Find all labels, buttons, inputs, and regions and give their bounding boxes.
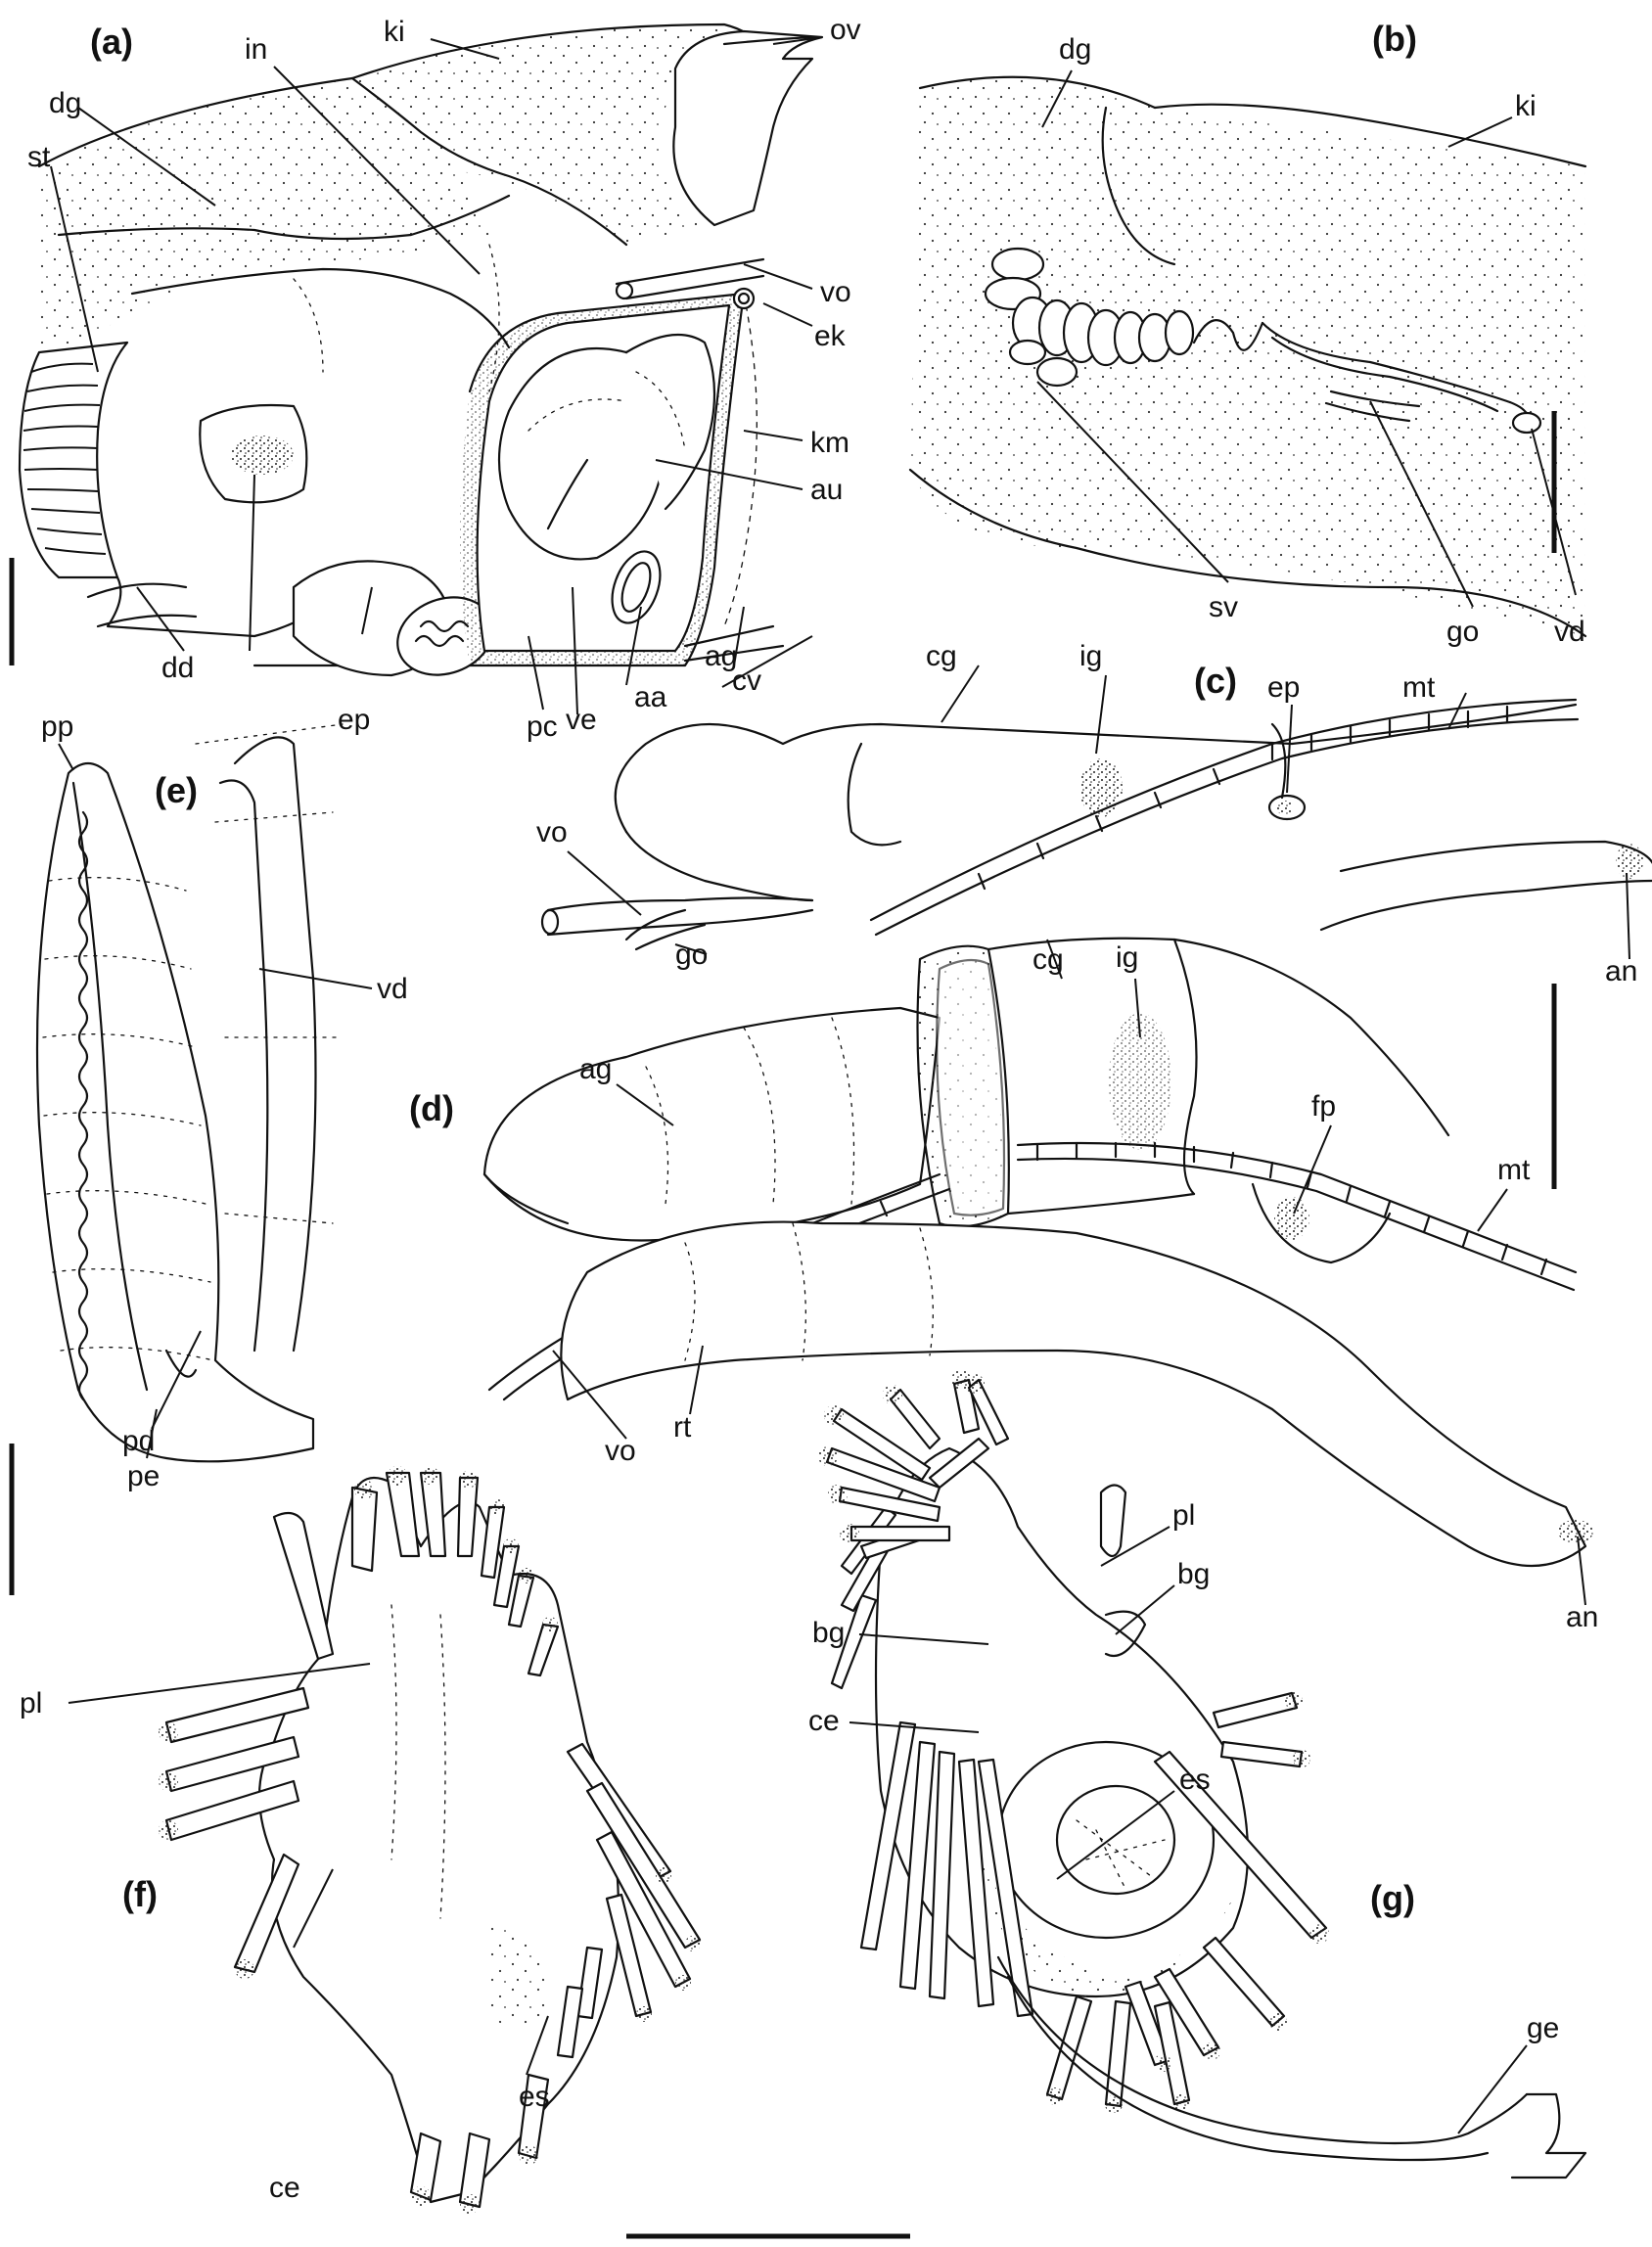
panel-e-drawing [35, 723, 344, 1463]
label-a-st: st [27, 141, 51, 173]
label-g-bg2: bg [812, 1617, 845, 1649]
label-a-pc: pc [527, 711, 558, 743]
label-d-fp: fp [1311, 1090, 1336, 1123]
panel-b-drawing [908, 75, 1587, 638]
label-a-dd: dd [161, 652, 194, 684]
label-a-aa: aa [634, 681, 667, 713]
label-e-pe: pe [127, 1460, 160, 1492]
label-b-dg: dg [1059, 33, 1091, 66]
label-a-ve: ve [566, 704, 597, 736]
label-a-ki: ki [384, 16, 405, 48]
label-a-ov: ov [830, 14, 861, 46]
panel-f-drawing [159, 1466, 702, 2214]
label-a-dg: dg [49, 87, 81, 119]
label-d-ig: ig [1116, 941, 1138, 974]
label-c-ig: ig [1079, 640, 1102, 672]
label-d-an: an [1566, 1601, 1598, 1633]
label-f-es: es [519, 2081, 550, 2113]
label-a-ep: ep [338, 704, 370, 736]
panel-g-drawing [818, 1370, 1587, 2179]
label-b-vd: vd [1554, 616, 1585, 648]
panel-c-drawing [540, 698, 1652, 951]
label-e-vd: vd [377, 973, 408, 1005]
label-d-rt: rt [673, 1411, 692, 1444]
label-d-vo: vo [605, 1435, 636, 1467]
label-c-an: an [1605, 955, 1637, 987]
label-a-cv: cv [732, 665, 761, 697]
panel-label-d: (d) [409, 1088, 454, 1128]
label-c-cg: cg [926, 640, 957, 672]
label-g-es: es [1179, 1764, 1211, 1796]
label-b-sv: sv [1209, 591, 1238, 623]
label-a-in: in [245, 33, 267, 66]
label-g-pl: pl [1172, 1499, 1195, 1532]
label-a-au: au [810, 474, 843, 506]
label-e-pd: pd [122, 1425, 155, 1457]
label-g-bg1: bg [1177, 1558, 1210, 1590]
panel-label-f: (f) [122, 1874, 158, 1914]
panel-label-b: (b) [1372, 19, 1417, 59]
panel-d-drawing [482, 937, 1593, 1568]
label-c-ag: ag [705, 640, 737, 672]
panel-label-a: (a) [90, 22, 133, 62]
label-d-mt: mt [1497, 1154, 1531, 1186]
label-c-ep: ep [1267, 671, 1300, 704]
label-a-ek: ek [814, 320, 847, 352]
panel-label-g: (g) [1370, 1878, 1415, 1918]
label-c-vo: vo [536, 816, 568, 848]
label-f-pl: pl [20, 1687, 42, 1720]
label-d-ag: ag [579, 1053, 612, 1085]
leader-lines [50, 36, 1630, 2134]
label-b-ki: ki [1515, 90, 1537, 122]
label-e-pp: pp [41, 711, 73, 743]
panel-label-e: (e) [155, 770, 198, 810]
label-a-vo: vo [820, 276, 851, 308]
label-g-ge: ge [1527, 2012, 1559, 2044]
label-d-cg: cg [1032, 943, 1064, 976]
label-a-km: km [810, 427, 849, 459]
label-c-mt: mt [1402, 671, 1436, 704]
label-g-ce: ce [808, 1705, 840, 1737]
label-f-ce: ce [269, 2172, 300, 2204]
label-c-go: go [675, 939, 708, 971]
panel-a-drawing [18, 23, 824, 677]
label-b-go: go [1446, 616, 1479, 648]
panel-label-c: (c) [1194, 661, 1237, 701]
